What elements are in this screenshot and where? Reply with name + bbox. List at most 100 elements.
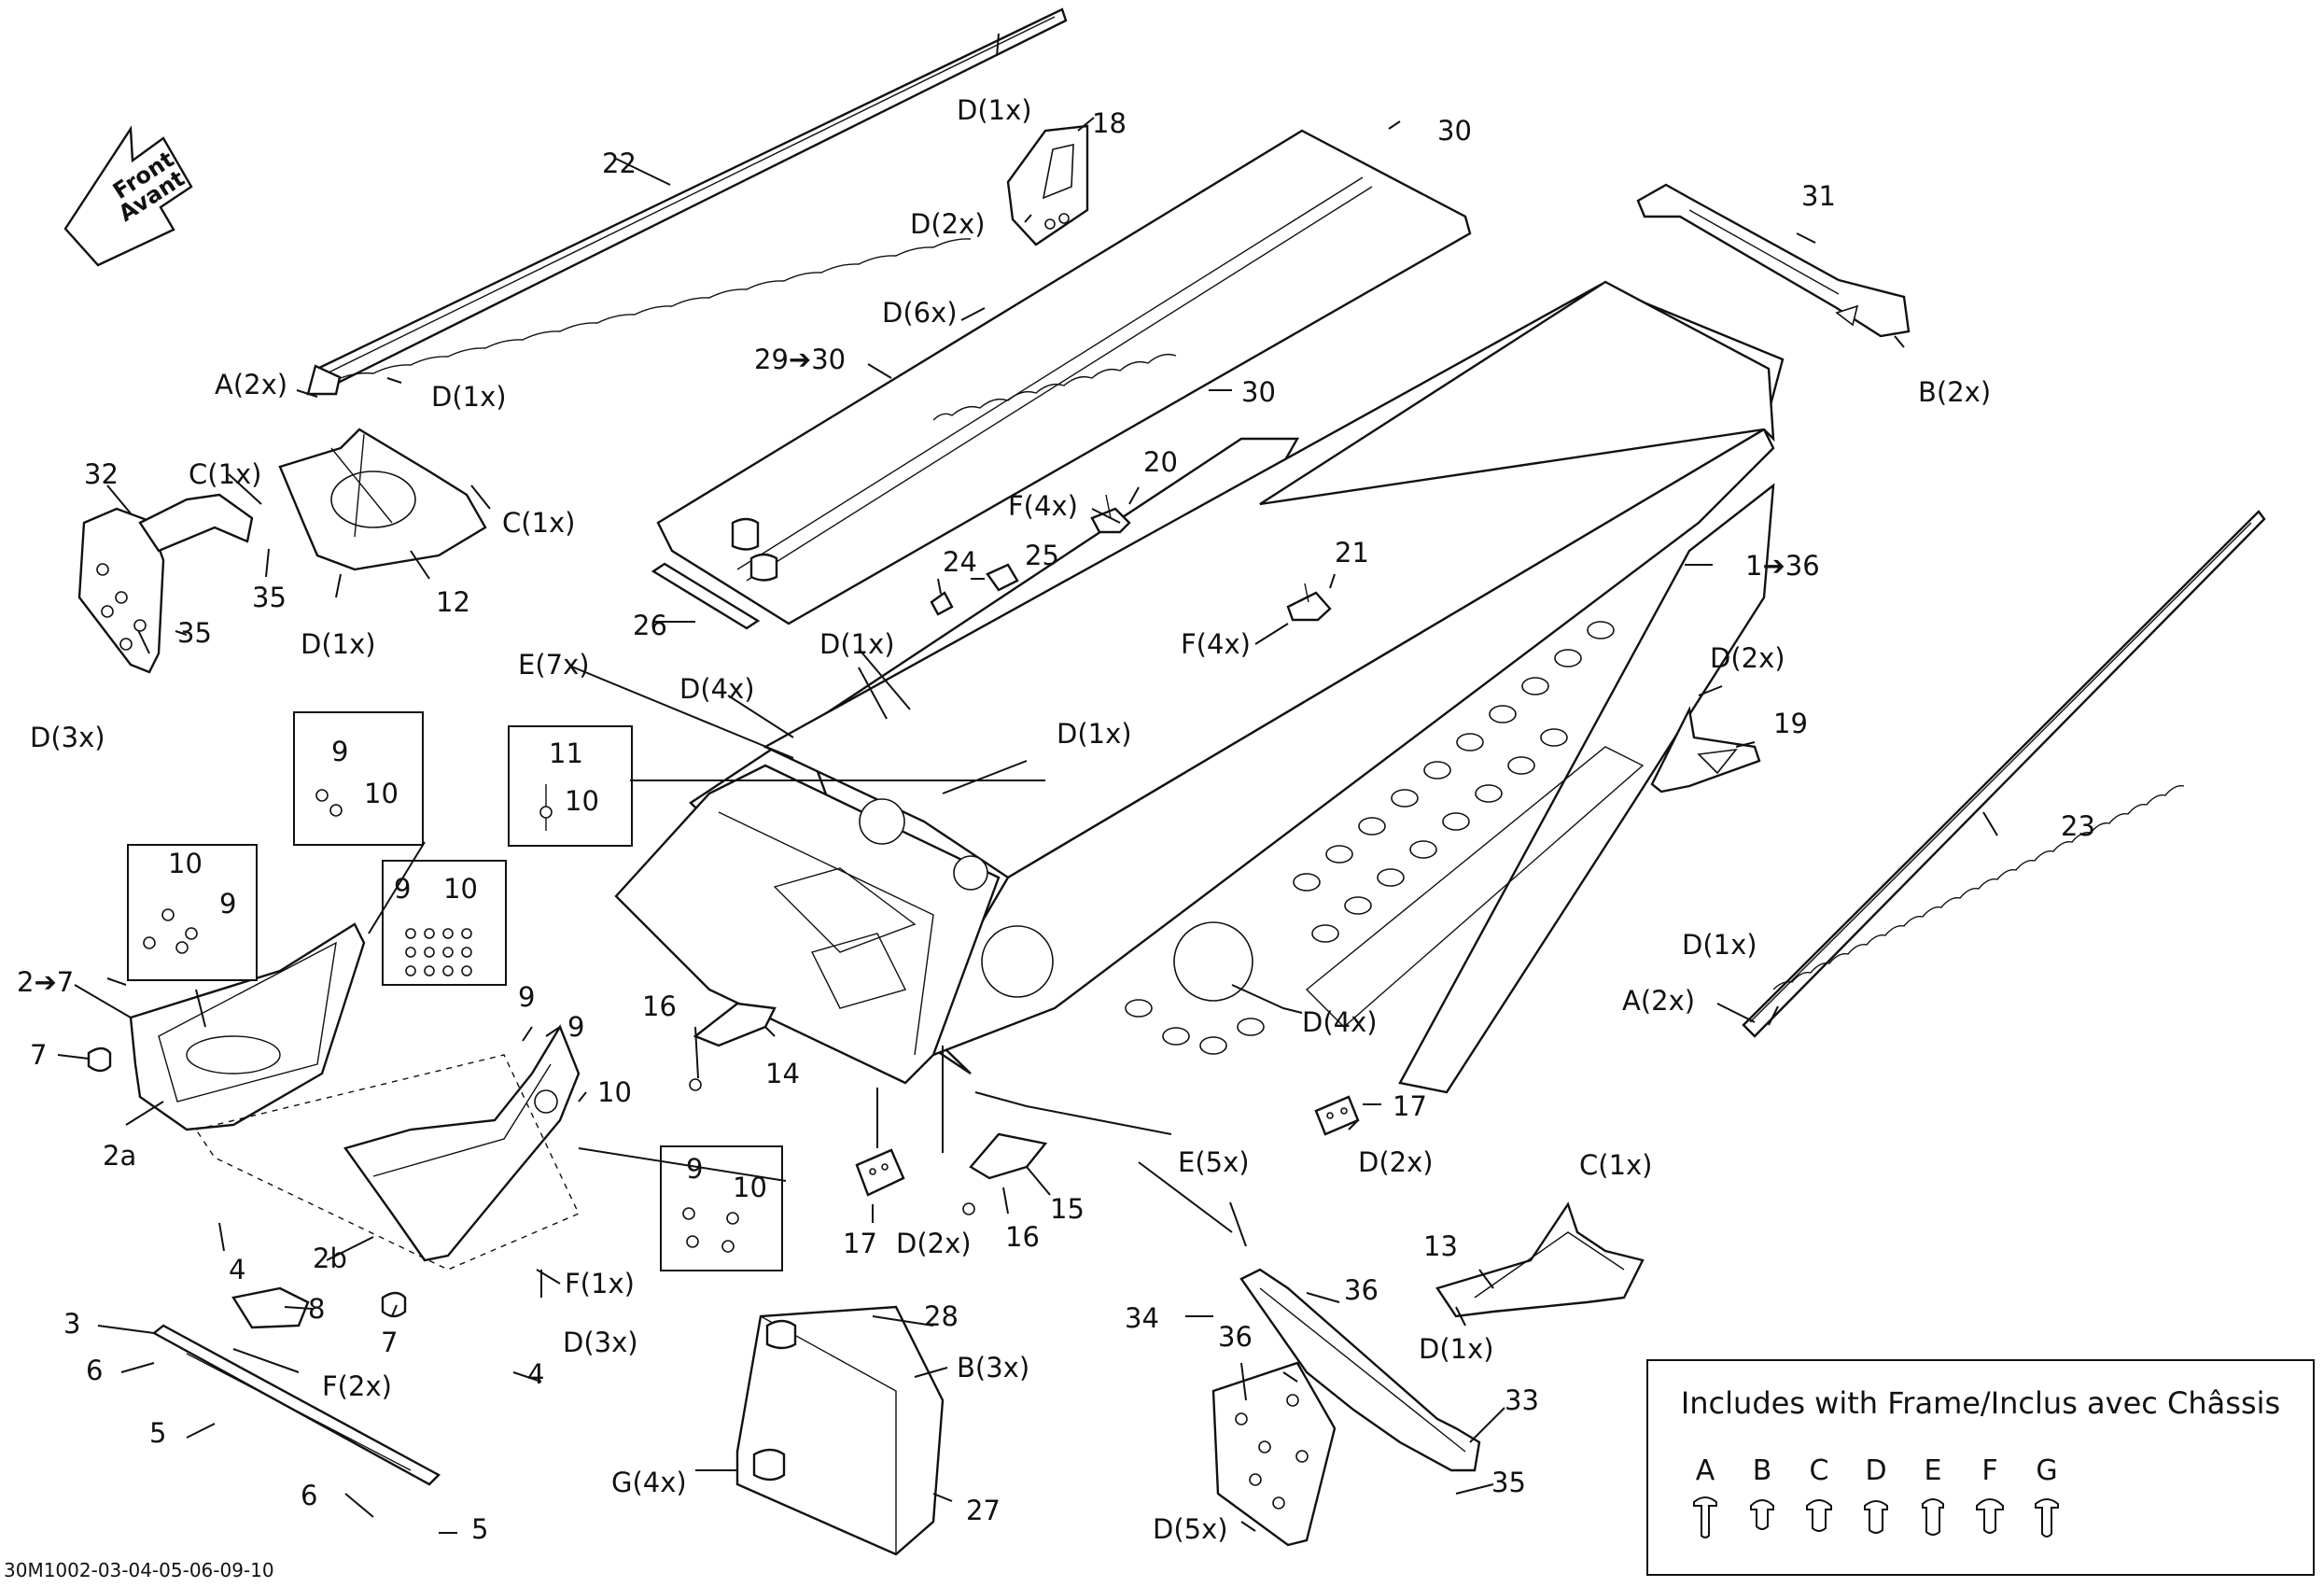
callout-label: F(2x) xyxy=(322,1370,392,1402)
callout-label: 13 xyxy=(1423,1230,1458,1262)
callout-label: 6 xyxy=(86,1355,103,1386)
callout-label: D(1x) xyxy=(1057,718,1132,750)
callout-label: 21 xyxy=(1335,537,1369,569)
callout-label: 31 xyxy=(1801,180,1836,212)
part-13-rear-bracket xyxy=(1435,1201,1645,1318)
callout-label: F(1x) xyxy=(565,1268,635,1299)
legend-item-d: D xyxy=(1853,1454,1899,1541)
callout-label: 35 xyxy=(252,582,287,613)
callout-label: 4 xyxy=(229,1254,245,1285)
callout-label: 5 xyxy=(471,1513,488,1545)
callout-label: 32 xyxy=(84,458,119,490)
part-2a-front-module xyxy=(87,922,366,1131)
part-17-plate-right xyxy=(1314,1095,1360,1136)
rivet-d-icon xyxy=(1864,1500,1888,1534)
part-17-plate-left xyxy=(855,1148,905,1197)
part-3-bumper-strip xyxy=(151,1324,441,1486)
callout-label: 23 xyxy=(2061,810,2095,842)
callout-label: D(2x) xyxy=(1358,1146,1434,1178)
callout-label: 2➔7 xyxy=(17,966,74,998)
callout-label: 30 xyxy=(1437,115,1472,147)
callout-label: 1➔36 xyxy=(1745,550,1820,582)
callout-label: 24 xyxy=(943,546,977,578)
rivet-a-icon xyxy=(1693,1496,1717,1538)
callout-label: 9 xyxy=(394,873,411,905)
callout-label: D(1x) xyxy=(819,628,895,660)
callout-label: 7 xyxy=(381,1327,398,1358)
legend-title: Includes with Frame/Inclus avec Châssis xyxy=(1680,1385,2281,1421)
callout-label: D(6x) xyxy=(882,297,958,329)
callout-label: D(5x) xyxy=(1153,1513,1228,1545)
callout-label: B(2x) xyxy=(1918,376,1991,408)
legend-box: Includes with Frame/Inclus avec Châssis … xyxy=(1646,1359,2315,1576)
callout-label: F(4x) xyxy=(1008,490,1078,522)
part-27-heat-exchanger xyxy=(735,1305,945,1556)
hardware-inset-box-2 xyxy=(508,725,633,847)
frame-cutouts xyxy=(1125,621,1615,1055)
part-23-running-board-right xyxy=(1742,510,2266,1038)
callout-label: C(1x) xyxy=(502,507,576,539)
callout-label: 4 xyxy=(527,1358,544,1390)
part-36-bracket-plate xyxy=(1211,1361,1337,1547)
callout-label: 8 xyxy=(308,1293,325,1325)
callout-label: 9 xyxy=(331,736,348,767)
legend-item-g: G xyxy=(2023,1454,2070,1541)
part-26-strip xyxy=(651,562,761,630)
callout-label: 5 xyxy=(149,1417,166,1449)
legend-letter: C xyxy=(1809,1454,1829,1487)
callout-label: 22 xyxy=(602,147,637,179)
legend-letter: G xyxy=(2036,1454,2058,1487)
callout-label: 10 xyxy=(597,1076,632,1108)
callout-label: 9 xyxy=(686,1153,703,1185)
legend-letter: D xyxy=(1865,1454,1887,1487)
callout-label: A(2x) xyxy=(1622,985,1695,1017)
callout-label: 33 xyxy=(1505,1384,1539,1416)
callout-label: 19 xyxy=(1773,708,1808,739)
callout-label: D(4x) xyxy=(1302,1006,1378,1038)
callout-label: D(4x) xyxy=(679,673,755,705)
callout-label: D(2x) xyxy=(910,208,986,240)
callout-label: 6 xyxy=(301,1480,317,1511)
callout-label: E(7x) xyxy=(518,649,590,681)
callout-label: 36 xyxy=(1344,1274,1379,1306)
callout-label: 2b xyxy=(313,1243,347,1274)
part-20-bracket xyxy=(1090,494,1131,534)
part-15-footrest xyxy=(969,1132,1048,1180)
callout-label: 12 xyxy=(436,586,470,618)
hardware-inset-box-4 xyxy=(382,860,507,986)
part-16-fastener xyxy=(689,1078,975,1215)
part-29-tunnel-cover xyxy=(656,129,1472,625)
callout-label: 36 xyxy=(1218,1321,1253,1353)
legend-item-c: C xyxy=(1796,1454,1842,1541)
callout-label: 9 xyxy=(567,1011,584,1043)
callout-label: 35 xyxy=(177,617,212,649)
legend-item-f: F xyxy=(1967,1454,2013,1541)
part-24-clip xyxy=(930,591,954,616)
callout-label: 10 xyxy=(364,778,399,809)
legend-item-b: B xyxy=(1739,1454,1785,1541)
callout-label: 35 xyxy=(1491,1467,1526,1498)
part-18-bracket xyxy=(1006,124,1089,246)
callout-label: C(1x) xyxy=(189,458,262,490)
callout-label: D(1x) xyxy=(957,94,1032,126)
legend-letter: B xyxy=(1752,1454,1772,1487)
legend-letter: F xyxy=(1981,1454,1998,1487)
callout-label: C(1x) xyxy=(1579,1149,1653,1181)
callout-label: 7 xyxy=(30,1039,47,1071)
callout-label: B(3x) xyxy=(957,1352,1029,1383)
callout-label: D(1x) xyxy=(1419,1333,1494,1365)
leader-lines xyxy=(57,33,1998,1534)
callout-label: D(1x) xyxy=(1682,929,1757,961)
callout-label: 16 xyxy=(642,990,677,1022)
rivet-c-icon xyxy=(1806,1499,1832,1532)
callout-label: D(2x) xyxy=(1710,642,1785,674)
rivet-g-icon xyxy=(2035,1498,2059,1538)
callout-label: 28 xyxy=(924,1300,959,1332)
drawing-number: 30M1002-03-04-05-06-09-10 xyxy=(4,1559,274,1581)
callout-label: 27 xyxy=(966,1495,1001,1526)
callout-label: 29➔30 xyxy=(754,344,846,375)
callout-label: 10 xyxy=(443,873,478,905)
callout-label: 10 xyxy=(565,785,599,817)
callout-label: E(5x) xyxy=(1178,1146,1250,1178)
callout-label: 15 xyxy=(1050,1193,1085,1225)
